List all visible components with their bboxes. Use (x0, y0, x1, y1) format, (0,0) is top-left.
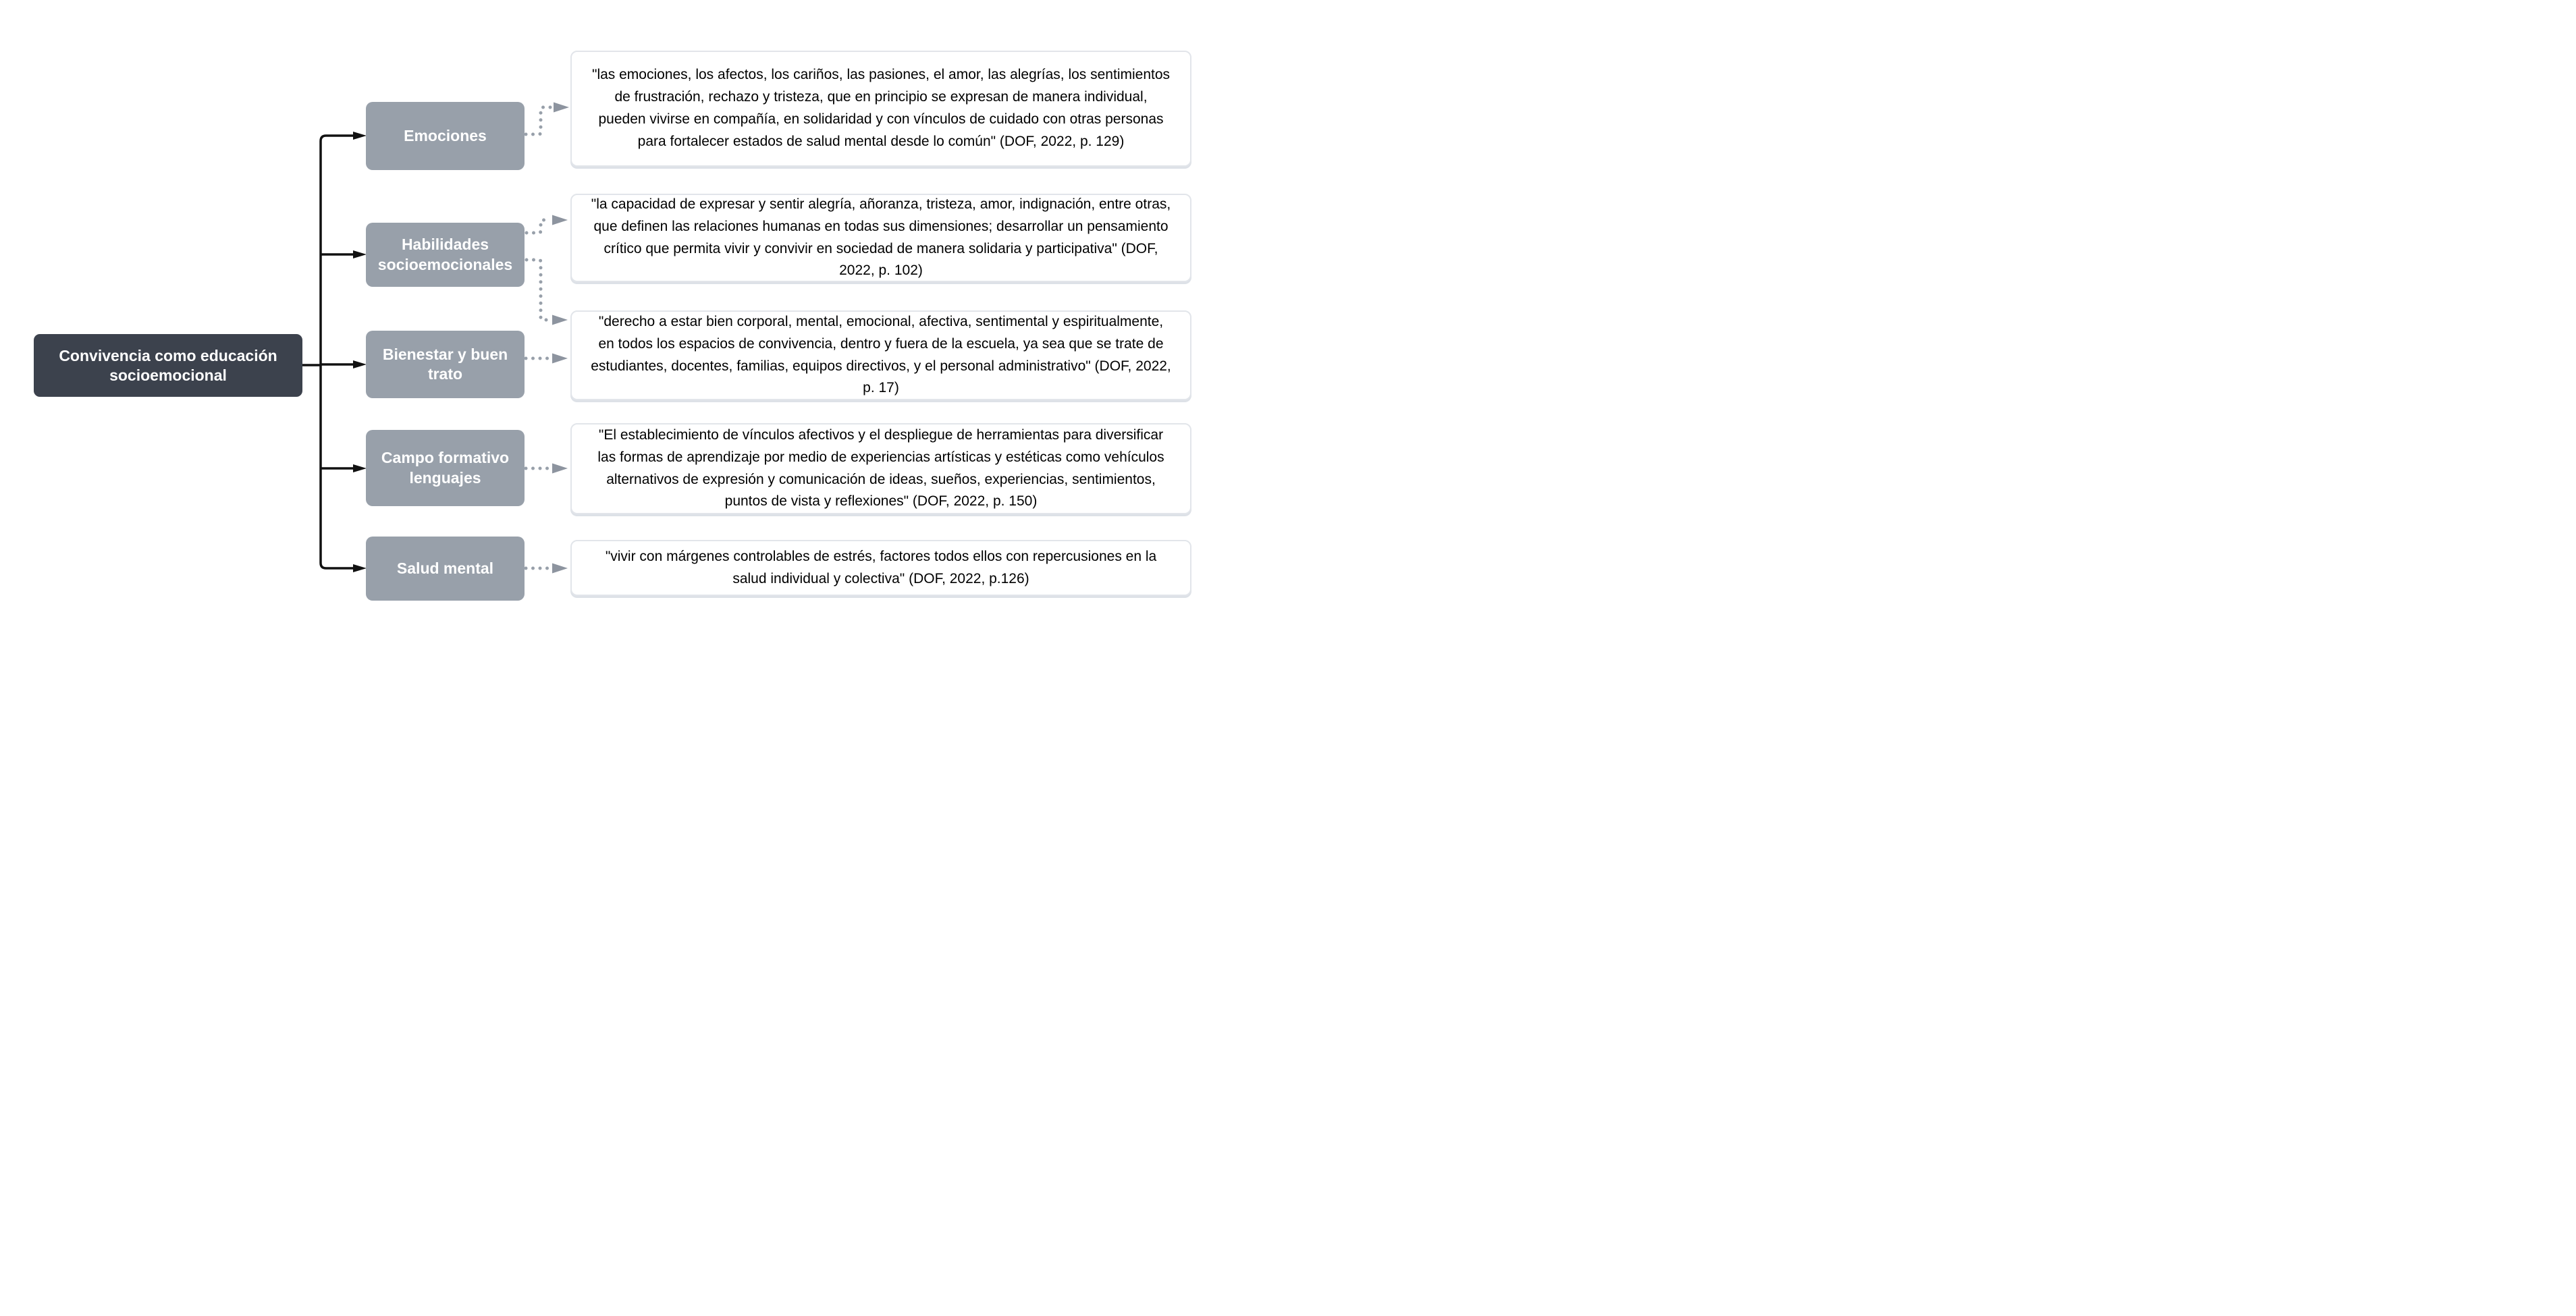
quote-text-salud: "vivir con márgenes controlables de estr… (605, 548, 1157, 586)
node-campo-label: Campo formativo lenguajes (381, 449, 510, 487)
dotted-connector-emociones-quote (524, 105, 554, 136)
root-node-label: Convivencia como educación socioemociona… (59, 346, 277, 384)
node-habilidades-socioemocionales: Habilidades socioemocionales (366, 223, 525, 287)
quote-box-campo: "El establecimiento de vínculos afectivo… (570, 423, 1191, 514)
quote-box-habilidades: "la capacidad de expresar y sentir alegr… (570, 194, 1191, 282)
node-campo-formativo-lenguajes: Campo formativo lenguajes (366, 430, 525, 506)
quote-box-emociones: "las emociones, los afectos, los cariños… (570, 51, 1191, 167)
diagram-canvas: Convivencia como educación socioemociona… (0, 0, 1288, 658)
dotted-arrowhead-habilidades-bienestar-quote (552, 314, 568, 325)
tree-arrowhead-habilidades (353, 250, 367, 258)
tree-arrowhead-campo (353, 464, 367, 472)
dotted-arrowhead-campo-quote (552, 463, 568, 474)
root-node-convivencia: Convivencia como educación socioemociona… (34, 334, 302, 397)
quote-text-emociones: "las emociones, los afectos, los cariños… (591, 67, 1171, 149)
tree-trunk (319, 134, 354, 570)
dotted-connector-habilidades-quote (525, 218, 553, 235)
tree-arrowhead-salud (353, 564, 367, 572)
node-salud-label: Salud mental (396, 559, 494, 577)
quote-text-habilidades: "la capacidad de expresar y sentir alegr… (591, 196, 1171, 279)
quote-text-campo: "El establecimiento de vínculos afectivo… (597, 427, 1164, 510)
node-salud-mental: Salud mental (366, 537, 525, 601)
quote-box-salud: "vivir con márgenes controlables de estr… (570, 540, 1191, 596)
tree-arrowhead-bienestar (353, 360, 367, 368)
dotted-connector-habilidades-bienestar-quote (525, 258, 553, 322)
dotted-arrowhead-salud-quote (552, 563, 568, 574)
node-emociones-label: Emociones (404, 126, 487, 144)
dotted-arrowhead-emociones-quote (554, 102, 569, 113)
connector-layer (302, 102, 569, 574)
quote-box-bienestar: "derecho a estar bien corporal, mental, … (570, 310, 1191, 400)
node-bienestar-y-buen-trato: Bienestar y buen trato (366, 331, 525, 398)
node-habilidades-label: Habilidades socioemocionales (377, 236, 513, 273)
node-emociones: Emociones (366, 102, 525, 170)
quote-text-bienestar: "derecho a estar bien corporal, mental, … (591, 313, 1171, 396)
node-bienestar-label: Bienestar y buen trato (382, 345, 508, 383)
dotted-arrowhead-habilidades-quote (552, 215, 568, 225)
dotted-arrowhead-bienestar-quote (552, 353, 568, 364)
tree-arrowhead-emociones (353, 132, 367, 140)
